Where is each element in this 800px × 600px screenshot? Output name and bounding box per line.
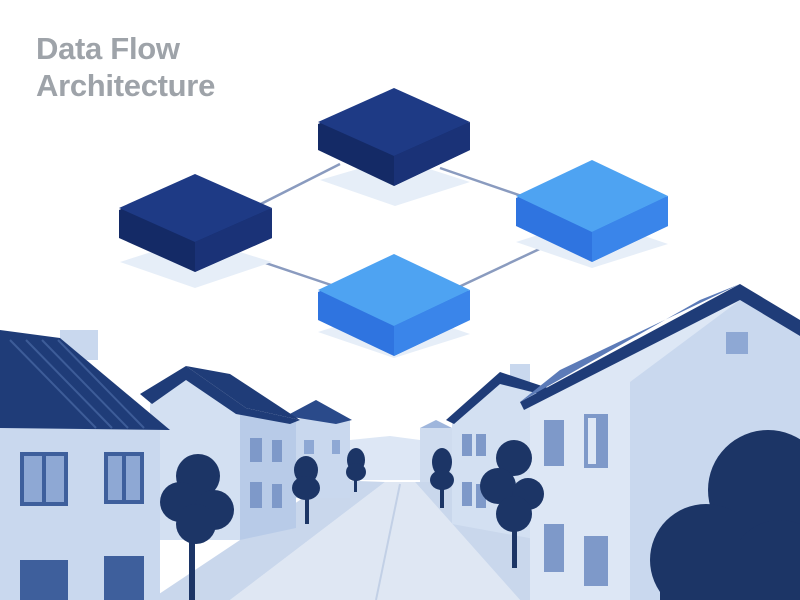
far-building xyxy=(350,436,420,480)
street-scene xyxy=(0,284,800,600)
flow-diagram xyxy=(119,88,668,358)
tree-right-mid xyxy=(480,440,544,568)
page-title: Data Flow Architecture xyxy=(36,30,215,104)
tree-left-far xyxy=(346,448,366,492)
street xyxy=(230,482,520,600)
sidewalk-left xyxy=(150,480,385,600)
node-left xyxy=(119,174,272,272)
connector-right-bottom xyxy=(447,243,549,294)
tree-left-mid xyxy=(292,456,320,524)
bush-right xyxy=(650,430,800,600)
node-top xyxy=(318,88,470,186)
tree-right-far xyxy=(430,448,454,508)
tree-left-near xyxy=(160,454,234,600)
node-right xyxy=(516,160,668,262)
house-left-near xyxy=(0,330,170,600)
title-line-2: Architecture xyxy=(36,68,216,103)
node-bottom xyxy=(318,254,470,356)
title-line-1: Data Flow xyxy=(36,31,180,66)
